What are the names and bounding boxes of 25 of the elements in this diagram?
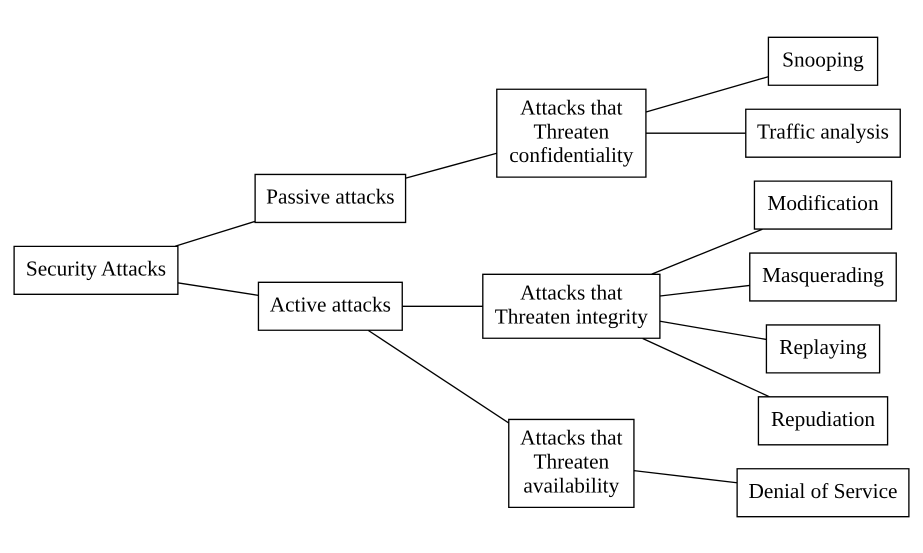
connector	[646, 132, 746, 134]
node-box: Active attacks	[258, 281, 403, 330]
connector	[402, 305, 483, 306]
connector	[642, 337, 770, 397]
connector	[660, 320, 766, 340]
connector	[646, 76, 768, 112]
connector	[174, 220, 256, 246]
node-box: Attacks that Threaten integrity	[482, 273, 661, 338]
connector	[368, 329, 510, 424]
node-box: Snooping	[768, 36, 878, 86]
node-box: Traffic analysis	[745, 108, 901, 158]
node-box: Repudiation	[758, 396, 888, 445]
connector	[178, 282, 259, 296]
node-box: Attacks that Threaten availability	[508, 418, 635, 508]
node-box: Security Attacks	[13, 245, 179, 294]
node-box: Modification	[754, 180, 892, 230]
node-box: Attacks that Threaten confidentiality	[496, 88, 647, 178]
connector	[651, 228, 763, 274]
node-box: Passive attacks	[254, 173, 406, 223]
node-box: Replaying	[766, 324, 880, 374]
connector	[634, 470, 737, 483]
node-box: Denial of Service	[736, 468, 910, 517]
connector	[406, 152, 497, 178]
connector	[660, 284, 750, 296]
node-box: Masquerading	[749, 252, 897, 302]
